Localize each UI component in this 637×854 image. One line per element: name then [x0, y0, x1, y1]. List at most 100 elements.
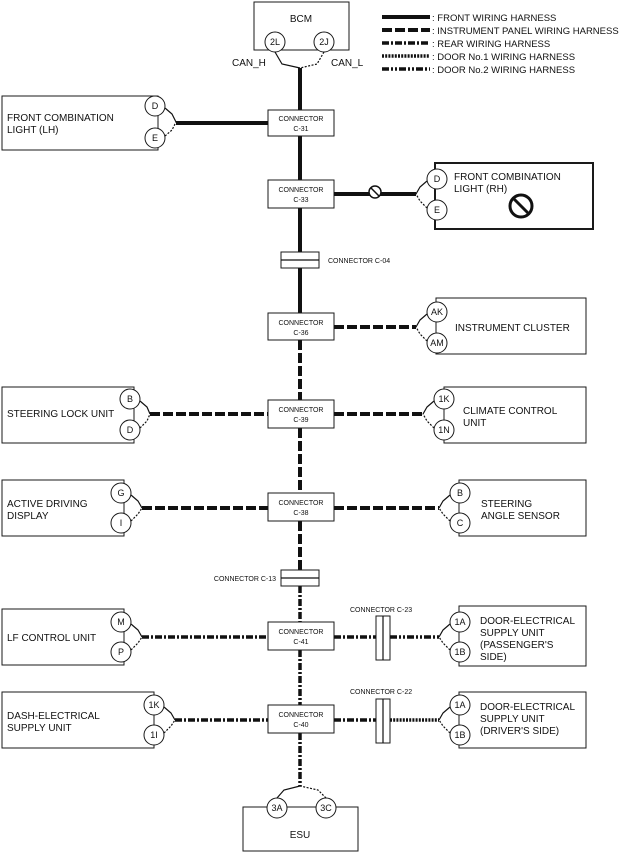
add-pin-i: I: [120, 518, 123, 528]
inline-connector-c13: CONNECTOR C-13: [214, 569, 320, 587]
climate-control-line2: UNIT: [463, 418, 486, 429]
bcm-pin-2j: 2J: [319, 37, 329, 47]
module-instrument-cluster: INSTRUMENT CLUSTER AK AM: [334, 297, 587, 355]
module-climate-control-unit: CLIMATE CONTROL UNIT 1K 1N: [334, 386, 587, 444]
fcl-lh-pin-e: E: [152, 133, 158, 143]
junction-c39-label: CONNECTOR: [279, 407, 324, 414]
esu-pin-3a: 3A: [271, 803, 282, 813]
fcl-lh-line2: LIGHT (LH): [7, 125, 59, 136]
dash-esu-pin-1i: 1I: [150, 730, 158, 740]
inline-connector-c22-label: CONNECTOR C-22: [350, 689, 412, 696]
junction-c36: CONNECTOR C-36: [267, 312, 335, 341]
add-line2: DISPLAY: [7, 511, 49, 522]
add-pin-g: G: [117, 488, 124, 498]
module-steering-angle-sensor: STEERING ANGLE SENSOR B C: [334, 479, 587, 537]
esu-label: ESU: [290, 830, 311, 841]
climate-control-pin-1k: 1K: [438, 394, 449, 404]
inline-connector-c22: CONNECTOR C-22: [350, 689, 412, 744]
lf-control-label: LF CONTROL UNIT: [7, 633, 96, 644]
junction-c38: CONNECTOR C-38: [267, 492, 335, 522]
add-line1: ACTIVE DRIVING: [7, 499, 88, 510]
desu-passenger-pin-1a: 1A: [454, 617, 465, 627]
junction-c33-id: C-33: [293, 197, 308, 204]
instrument-cluster-label: INSTRUMENT CLUSTER: [455, 323, 570, 334]
junction-c31-label: CONNECTOR: [279, 116, 324, 123]
fcl-rh-pin-e: E: [434, 205, 440, 215]
climate-control-line1: CLIMATE CONTROL: [463, 406, 558, 417]
steering-angle-pin-b: B: [457, 488, 463, 498]
legend: : FRONT WIRING HARNESS : INSTRUMENT PANE…: [382, 13, 619, 76]
bcm-module: BCM 2L 2J CAN_H CAN_L: [232, 1, 364, 69]
legend-front: : FRONT WIRING HARNESS: [432, 13, 556, 24]
junction-c41-label: CONNECTOR: [279, 629, 324, 636]
desu-passenger-line1: DOOR-ELECTRICAL: [480, 616, 575, 627]
climate-control-pin-1n: 1N: [438, 425, 450, 435]
lf-control-pin-p: P: [118, 647, 124, 657]
instrument-cluster-pin-am: AM: [430, 338, 444, 348]
esu-pin-3c: 3C: [320, 803, 332, 813]
dash-esu-pin-1k: 1K: [148, 700, 159, 710]
dash-esu-line1: DASH-ELECTRICAL: [7, 711, 100, 722]
inline-connector-c04: CONNECTOR C-04: [280, 251, 390, 269]
esu-module: ESU 3A 3C: [242, 785, 359, 852]
module-steering-lock-unit: STEERING LOCK UNIT B D: [1, 386, 268, 444]
steering-lock-label: STEERING LOCK UNIT: [7, 409, 114, 420]
not-equipped-icon: [508, 193, 534, 219]
desu-passenger-line2: SUPPLY UNIT: [480, 628, 545, 639]
desu-driver-pin-1b: 1B: [454, 730, 465, 740]
desu-passenger-line4: SIDE): [480, 652, 507, 663]
legend-door2: : DOOR No.2 WIRING HARNESS: [432, 65, 575, 76]
junction-c41: CONNECTOR C-41: [267, 621, 335, 651]
steering-angle-pin-c: C: [457, 518, 464, 528]
fcl-rh-pin-d: D: [434, 174, 441, 184]
module-lf-control-unit: LF CONTROL UNIT M P: [1, 608, 268, 666]
junction-c39-id: C-39: [293, 417, 308, 424]
legend-door1: : DOOR No.1 WIRING HARNESS: [432, 52, 575, 63]
dash-esu-line2: SUPPLY UNIT: [7, 723, 72, 734]
junction-c40-label: CONNECTOR: [279, 712, 324, 719]
junction-c39: CONNECTOR C-39: [267, 399, 335, 429]
junction-c33: CONNECTOR C-33: [267, 179, 335, 209]
bcm-label: BCM: [290, 14, 312, 25]
junction-c41-id: C-41: [293, 639, 308, 646]
steering-lock-pin-d: D: [127, 425, 134, 435]
inline-connector-c13-label: CONNECTOR C-13: [214, 576, 276, 583]
inline-connector-c23-label: CONNECTOR C-23: [350, 607, 412, 614]
steering-angle-line1: STEERING: [481, 499, 532, 510]
inline-connector-c23: CONNECTOR C-23: [350, 607, 412, 661]
desu-driver-pin-1a: 1A: [454, 700, 465, 710]
not-equipped-small-icon: [368, 185, 382, 199]
legend-instrument-panel: : INSTRUMENT PANEL WIRING HARNESS: [432, 26, 619, 37]
junction-c31-id: C-31: [293, 126, 308, 133]
junction-c33-label: CONNECTOR: [279, 187, 324, 194]
fcl-lh-pin-d: D: [152, 101, 159, 111]
junction-c31: CONNECTOR C-31: [267, 109, 335, 137]
steering-angle-line2: ANGLE SENSOR: [481, 511, 560, 522]
can-l-label: CAN_L: [331, 58, 364, 69]
module-front-combination-light-lh: FRONT COMBINATION LIGHT (LH) D E: [1, 95, 268, 151]
module-dash-esu: DASH-ELECTRICAL SUPPLY UNIT 1K 1I: [1, 691, 268, 749]
module-door-esu-passenger: DOOR-ELECTRICAL SUPPLY UNIT (PASSENGER'S…: [334, 605, 587, 667]
junction-c38-label: CONNECTOR: [279, 500, 324, 507]
can-h-label: CAN_H: [232, 58, 266, 69]
instrument-cluster-pin-ak: AK: [431, 307, 443, 317]
module-front-combination-light-rh: FRONT COMBINATION LIGHT (RH) D E: [334, 162, 594, 230]
fcl-rh-line1: FRONT COMBINATION: [454, 172, 561, 183]
legend-rear: : REAR WIRING HARNESS: [432, 39, 550, 50]
desu-driver-line2: SUPPLY UNIT: [480, 714, 545, 725]
junction-c40-id: C-40: [293, 722, 308, 729]
module-active-driving-display: ACTIVE DRIVING DISPLAY G I: [1, 479, 268, 537]
junction-c36-id: C-36: [293, 330, 308, 337]
desu-driver-line1: DOOR-ELECTRICAL: [480, 702, 575, 713]
desu-passenger-pin-1b: 1B: [454, 647, 465, 657]
steering-lock-pin-b: B: [127, 394, 133, 404]
desu-passenger-line3: (PASSENGER'S: [480, 640, 554, 651]
junction-c40: CONNECTOR C-40: [267, 704, 335, 734]
fcl-rh-line2: LIGHT (RH): [454, 184, 507, 195]
lf-control-pin-m: M: [117, 617, 125, 627]
module-door-esu-driver: DOOR-ELECTRICAL SUPPLY UNIT (DRIVER'S SI…: [334, 691, 587, 749]
fcl-lh-line1: FRONT COMBINATION: [7, 113, 114, 124]
inline-connector-c04-label: CONNECTOR C-04: [328, 258, 390, 265]
junction-c36-label: CONNECTOR: [279, 320, 324, 327]
